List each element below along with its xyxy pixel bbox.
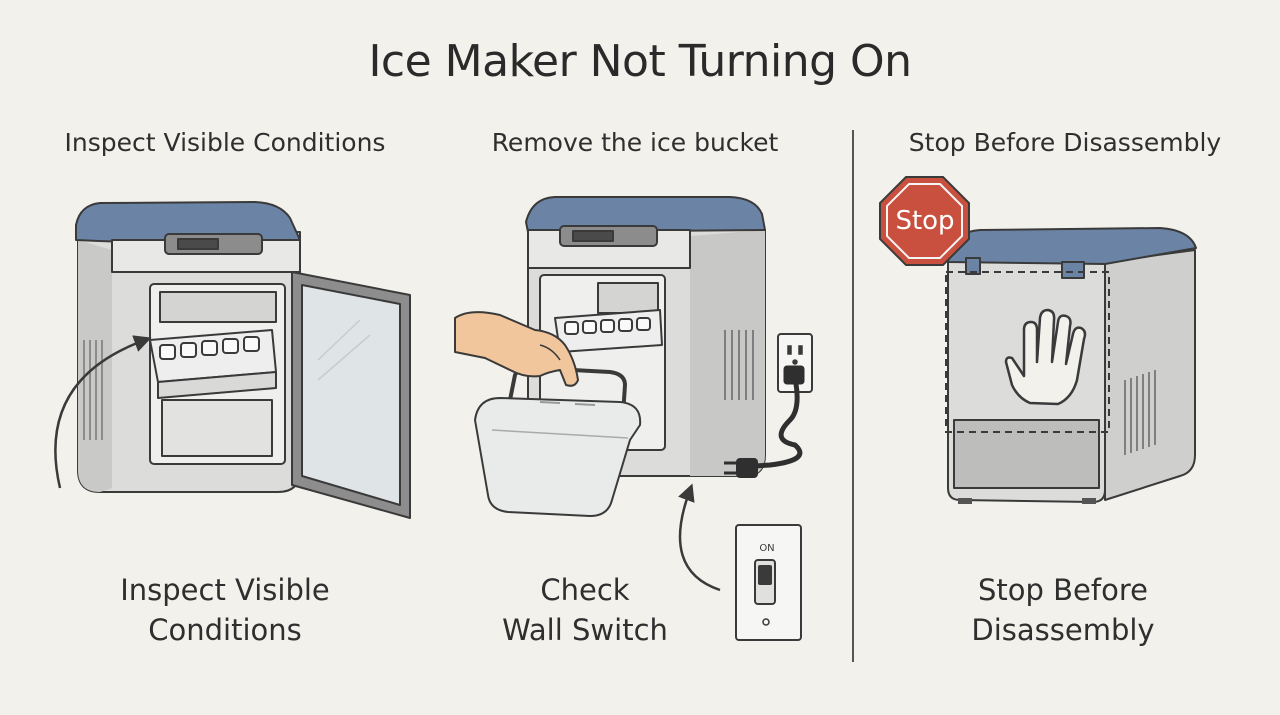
hand-icon <box>1004 308 1087 406</box>
panel-2-caption: Check Wall Switch <box>400 570 770 650</box>
panel-1-caption-line-1: Inspect Visible <box>120 573 330 607</box>
hand-icon <box>454 311 579 387</box>
removable-panel-outline <box>945 271 1110 433</box>
switch-on-label: ON <box>759 543 774 554</box>
panel-1-caption: Inspect Visible Conditions <box>40 570 410 650</box>
panel-2-caption-line-1: Check <box>540 573 630 607</box>
page-title: Ice Maker Not Turning On <box>368 36 912 87</box>
panel-2-caption-line-2: Wall Switch <box>502 613 668 647</box>
stop-sign-icon <box>879 176 970 266</box>
power-cord <box>754 383 803 469</box>
panel-1-caption-line-2: Conditions <box>148 613 302 647</box>
panel-3-caption: Stop Before Disassembly <box>878 570 1248 650</box>
outlet-plug <box>783 365 805 385</box>
panel-3-heading: Stop Before Disassembly <box>908 128 1222 157</box>
wall-switch-icon <box>735 524 802 641</box>
arrow-icon <box>678 483 721 592</box>
panel-1-heading: Inspect Visible Conditions <box>64 128 386 157</box>
panel-2-heading: Remove the ice bucket <box>491 128 779 157</box>
panel-3-caption-line-2: Disassembly <box>971 613 1155 647</box>
arrow-icon <box>54 335 152 489</box>
panel-3-caption-line-1: Stop Before <box>978 573 1148 607</box>
power-plug-icon <box>724 458 758 478</box>
ice-maker-open-door <box>75 201 411 519</box>
stop-sign-text: Stop <box>895 206 954 236</box>
